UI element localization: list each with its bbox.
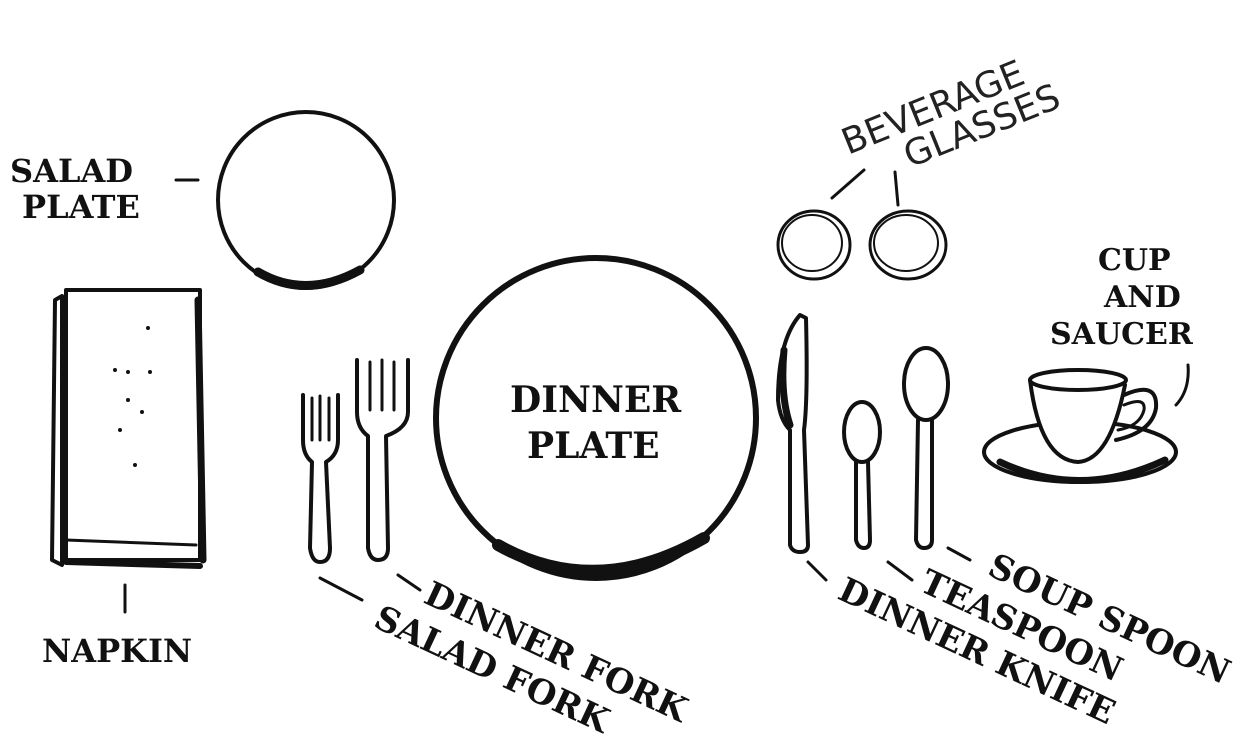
- napkin-label: NAPKIN: [42, 632, 192, 670]
- beverage-glass-left: [776, 209, 852, 281]
- salad-fork-leader: [318, 576, 364, 602]
- teaspoon: [842, 400, 882, 550]
- dinner-plate-label-line2: PLATE: [527, 425, 660, 467]
- soup-spoon-leader: [946, 546, 972, 562]
- salad-plate-label-line2: PLATE: [22, 188, 140, 226]
- soup-spoon: [902, 346, 950, 550]
- dinner-fork-leader: [396, 573, 422, 592]
- cup-and-saucer: [982, 368, 1178, 484]
- cup-and-saucer-label-line2: AND: [1103, 280, 1181, 315]
- dinner-fork: [355, 358, 410, 562]
- napkin: [50, 288, 207, 569]
- dinner-plate: [433, 255, 759, 581]
- salad-plate: [216, 110, 396, 290]
- beverage-glass-right-leader: [893, 170, 900, 207]
- beverage-glass-right: [868, 209, 948, 281]
- salad-fork: [301, 393, 340, 564]
- dinner-plate-label-line1: DINNER: [510, 379, 682, 421]
- dinner-knife-leader: [806, 560, 828, 582]
- cup-and-saucer-label-line3: SAUCER: [1050, 317, 1194, 352]
- cup-and-saucer-leader: [1174, 363, 1190, 407]
- cup-and-saucer-label-line1: CUP: [1098, 243, 1171, 278]
- beverage-glass-left-leader: [830, 168, 866, 200]
- teaspoon-leader: [886, 560, 914, 582]
- dinner-knife: [776, 313, 810, 554]
- salad-plate-label-line1: SALAD: [10, 152, 133, 190]
